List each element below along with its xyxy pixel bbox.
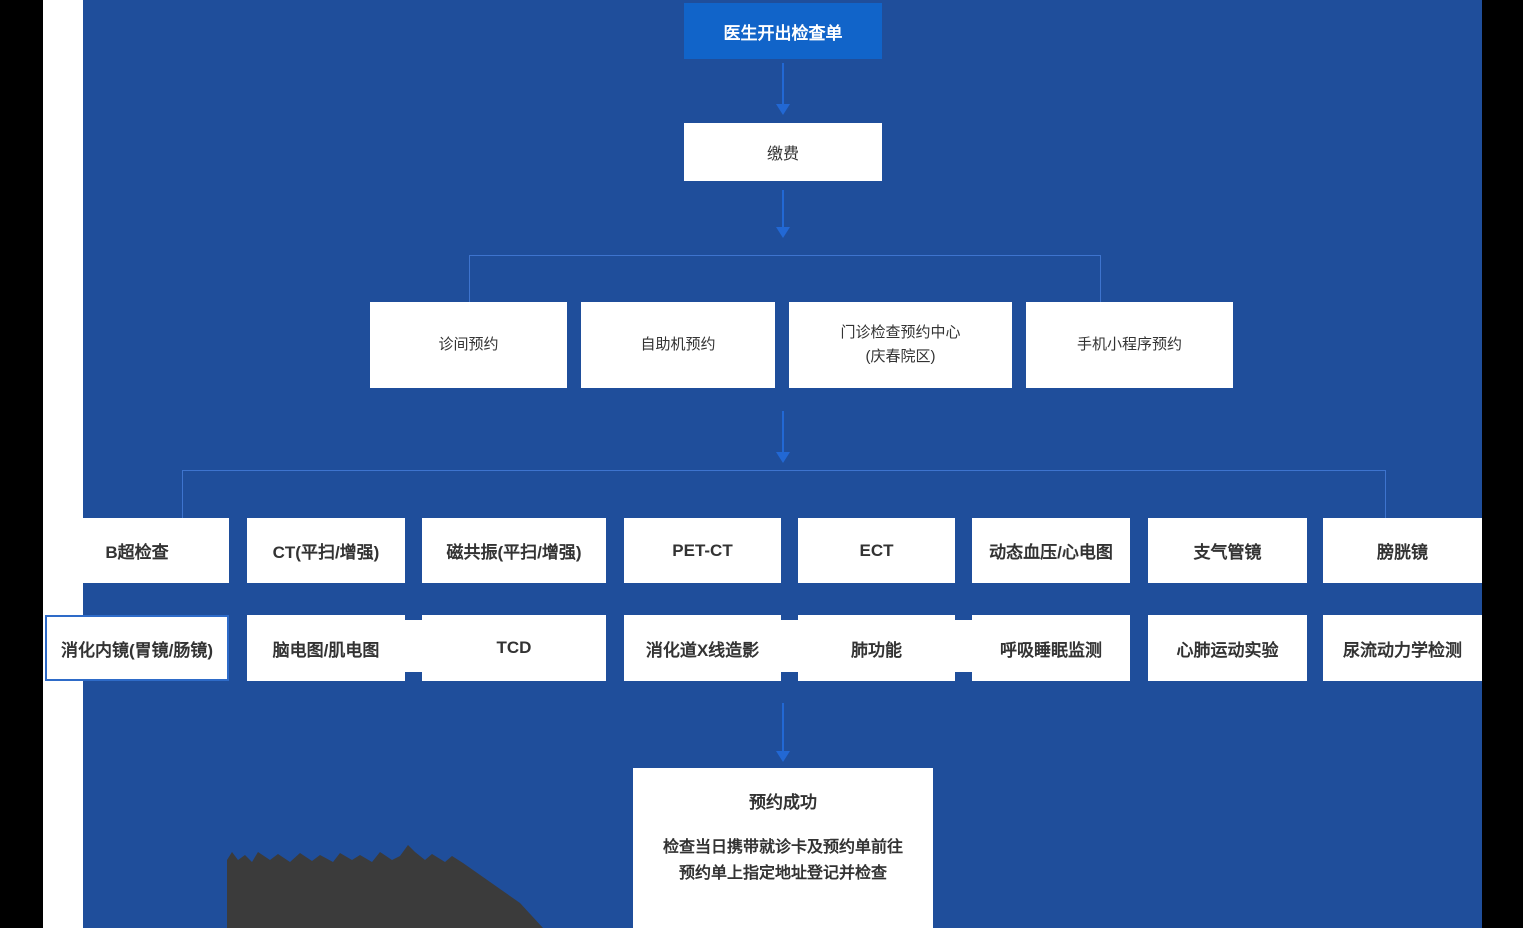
exam-node-label: 尿流动力学检测 <box>1343 640 1462 660</box>
exam-node-label: 呼吸睡眠监测 <box>1000 640 1102 660</box>
gap-notch <box>405 620 422 672</box>
exam-node-r2c6: 呼吸睡眠监测 <box>972 615 1130 681</box>
channel-node-3: 门诊检查预约中心 (庆春院区) <box>789 302 1012 388</box>
flow-arrow-head <box>776 104 790 115</box>
exam-node-r2c7: 心肺运动实验 <box>1148 615 1307 681</box>
channel-node-label: 自助机预约 <box>640 336 716 353</box>
exam-node-label: 消化道X线造影 <box>645 640 760 660</box>
exam-node-label: 磁共振(平扫/增强) <box>446 543 582 562</box>
exam-node-r2c5: 肺功能 <box>798 615 955 681</box>
gap-notch <box>781 620 798 672</box>
success-line-2: 预约单上指定地址登记并检查 <box>678 865 887 882</box>
connector-bracket-channels <box>469 255 1101 304</box>
success-title: 预约成功 <box>749 793 817 812</box>
flow-arrow-head <box>776 227 790 238</box>
channel-node-4: 手机小程序预约 <box>1026 302 1233 388</box>
exam-node-r1c6: 动态血压/心电图 <box>972 518 1130 583</box>
connector-bracket-exams <box>182 470 1386 519</box>
flow-arrow-line <box>782 190 784 227</box>
exam-node-r2c8: 尿流动力学检测 <box>1323 615 1482 681</box>
channel-node-sublabel: (庆春院区) <box>865 348 936 365</box>
start-node-label: 医生开出检查单 <box>723 23 843 43</box>
exam-node-r1c8: 膀胱镜 <box>1323 518 1482 583</box>
success-line-1: 检查当日携带就诊卡及预约单前往 <box>662 839 903 856</box>
exam-node-label: 肺功能 <box>851 640 902 660</box>
flow-arrow-line <box>782 411 784 452</box>
exam-node-label: B超检查 <box>105 543 169 562</box>
channel-node-2: 自助机预约 <box>581 302 775 388</box>
flow-arrow-line <box>782 703 784 751</box>
flow-arrow-line <box>782 63 784 105</box>
flow-arrow-head <box>776 751 790 762</box>
channel-node-label: 诊间预约 <box>438 336 499 353</box>
dark-watermark-shape <box>227 845 543 928</box>
exam-node-label: TCD <box>496 638 532 657</box>
exam-node-r2c4: 消化道X线造影 <box>624 615 781 681</box>
exam-node-r1c3: 磁共振(平扫/增强) <box>422 518 606 583</box>
exam-node-r1c4: PET-CT <box>624 518 781 583</box>
exam-node-r1c7: 支气管镜 <box>1148 518 1307 583</box>
success-node: 预约成功 检查当日携带就诊卡及预约单前往 预约单上指定地址登记并检查 <box>633 768 933 928</box>
exam-node-label: CT(平扫/增强) <box>272 543 380 562</box>
exam-node-r1c2: CT(平扫/增强) <box>247 518 405 583</box>
channel-node-label: 手机小程序预约 <box>1076 336 1182 353</box>
exam-node-label: ECT <box>859 540 894 560</box>
exam-node-r2c2: 脑电图/肌电图 <box>247 615 405 681</box>
exam-node-label: 消化内镜(胃镜/肠镜) <box>60 640 214 660</box>
exam-node-label: 脑电图/肌电图 <box>272 640 380 660</box>
gap-notch <box>955 620 972 672</box>
exam-node-r2c1: 消化内镜(胃镜/肠镜) <box>45 615 229 681</box>
exam-node-r1c5: ECT <box>798 518 955 583</box>
start-node: 医生开出检查单 <box>684 3 882 59</box>
exam-node-label: 心肺运动实验 <box>1176 640 1279 660</box>
exam-node-label: 支气管镜 <box>1193 543 1262 562</box>
left-margin-strip <box>43 0 83 928</box>
payment-node: 缴费 <box>684 123 882 181</box>
exam-node-label: 膀胱镜 <box>1377 543 1428 562</box>
exam-node-r2c3: TCD <box>422 615 606 681</box>
exam-node-label: PET-CT <box>672 540 733 560</box>
exam-node-r1c1: B超检查 <box>45 518 229 583</box>
channel-node-label: 门诊检查预约中心 <box>840 324 961 341</box>
payment-node-label: 缴费 <box>766 146 799 163</box>
exam-node-label: 动态血压/心电图 <box>989 543 1113 562</box>
flow-arrow-head <box>776 452 790 463</box>
channel-node-1: 诊间预约 <box>370 302 567 388</box>
